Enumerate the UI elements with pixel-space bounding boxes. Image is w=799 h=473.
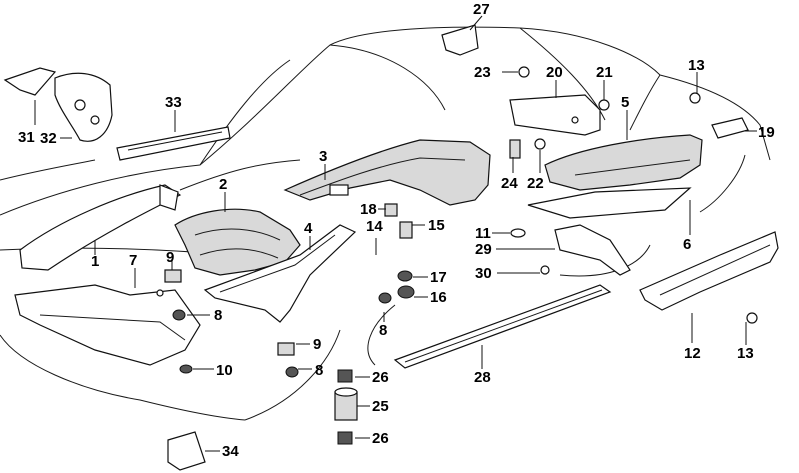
callout-16[interactable]: 16 bbox=[430, 289, 447, 306]
callout-7[interactable]: 7 bbox=[129, 252, 137, 269]
part-25-mount[interactable] bbox=[334, 387, 358, 421]
part-9-clip-b[interactable] bbox=[277, 342, 295, 356]
callout-1[interactable]: 1 bbox=[91, 253, 99, 270]
part-7-front-underpanel[interactable] bbox=[14, 284, 201, 366]
part-6-rear-plate[interactable] bbox=[527, 187, 692, 219]
part-2-heat-shield[interactable] bbox=[174, 208, 301, 276]
callout-28[interactable]: 28 bbox=[474, 369, 491, 386]
part-22-screw[interactable] bbox=[534, 138, 546, 150]
part-24-bolt[interactable] bbox=[509, 139, 521, 159]
callout-14[interactable]: 14 bbox=[366, 218, 383, 235]
leader-lines bbox=[34, 15, 757, 452]
part-4-tunnel-brace[interactable] bbox=[203, 224, 357, 323]
callouts: 27 23 20 21 13 5 19 31 32 33 3 2 4 1 7 9… bbox=[18, 1, 775, 460]
part-33-rail[interactable] bbox=[116, 126, 231, 161]
part-16-nut[interactable] bbox=[397, 285, 415, 299]
callout-29[interactable]: 29 bbox=[475, 241, 492, 258]
callout-24[interactable]: 24 bbox=[501, 175, 518, 192]
callout-31[interactable]: 31 bbox=[18, 129, 35, 146]
part-31-bracket[interactable] bbox=[3, 67, 57, 96]
callout-27[interactable]: 27 bbox=[473, 1, 490, 18]
part-13-screw-b[interactable] bbox=[746, 312, 758, 324]
part-19-clip[interactable] bbox=[711, 117, 749, 139]
part-10-nut[interactable] bbox=[179, 364, 193, 374]
part-8-nut-a[interactable] bbox=[172, 309, 186, 321]
part-17-washer[interactable] bbox=[397, 270, 413, 282]
callout-18[interactable]: 18 bbox=[360, 201, 377, 218]
callout-13-bottom[interactable]: 13 bbox=[737, 345, 754, 362]
callout-23[interactable]: 23 bbox=[474, 64, 491, 81]
part-9-clip-a[interactable] bbox=[164, 269, 182, 283]
part-21-screw[interactable] bbox=[598, 99, 610, 111]
callout-22[interactable]: 22 bbox=[527, 175, 544, 192]
part-8-nut-c[interactable] bbox=[378, 292, 392, 304]
callout-34[interactable]: 34 bbox=[222, 443, 239, 460]
part-32-shield[interactable] bbox=[54, 72, 113, 142]
callout-25[interactable]: 25 bbox=[372, 398, 389, 415]
part-29-bracket[interactable] bbox=[554, 224, 631, 276]
part-28-sill-strip[interactable] bbox=[393, 284, 612, 369]
callout-6[interactable]: 6 bbox=[683, 236, 691, 253]
callout-5[interactable]: 5 bbox=[621, 94, 629, 111]
fastener-parts bbox=[164, 66, 758, 378]
part-13-screw-a[interactable] bbox=[689, 92, 701, 104]
part-15-bolt[interactable] bbox=[399, 221, 413, 239]
part-20-bracket[interactable] bbox=[509, 94, 601, 136]
callout-12[interactable]: 12 bbox=[684, 345, 701, 362]
callout-11[interactable]: 11 bbox=[475, 225, 491, 242]
part-23-screw[interactable] bbox=[518, 66, 530, 78]
part-3-tunnel-cover[interactable] bbox=[283, 139, 491, 206]
callout-26-bottom[interactable]: 26 bbox=[372, 430, 389, 447]
callout-9-left[interactable]: 9 bbox=[166, 249, 174, 266]
callout-8-right[interactable]: 8 bbox=[379, 322, 387, 339]
part-12-rear-side-panel[interactable] bbox=[639, 231, 779, 311]
callout-13-top[interactable]: 13 bbox=[688, 57, 705, 74]
callout-17[interactable]: 17 bbox=[430, 269, 447, 286]
callout-15[interactable]: 15 bbox=[428, 217, 445, 234]
callout-26-top[interactable]: 26 bbox=[372, 369, 389, 386]
callout-33[interactable]: 33 bbox=[165, 94, 182, 111]
callout-9-center[interactable]: 9 bbox=[313, 336, 321, 353]
callout-8-left[interactable]: 8 bbox=[214, 307, 222, 324]
part-8-nut-b[interactable] bbox=[285, 366, 299, 378]
part-1-side-panel[interactable] bbox=[19, 184, 182, 271]
part-30-screw[interactable] bbox=[540, 265, 550, 275]
callout-2[interactable]: 2 bbox=[219, 176, 227, 193]
part-18-clip[interactable] bbox=[384, 203, 398, 217]
callout-3[interactable]: 3 bbox=[319, 148, 327, 165]
part-34-bracket[interactable] bbox=[167, 431, 206, 471]
callout-20[interactable]: 20 bbox=[546, 64, 563, 81]
part-11-washer[interactable] bbox=[510, 228, 526, 238]
callout-19[interactable]: 19 bbox=[758, 124, 775, 141]
callout-32[interactable]: 32 bbox=[40, 130, 57, 147]
callout-30[interactable]: 30 bbox=[475, 265, 492, 282]
part-26-nut-top[interactable] bbox=[337, 369, 353, 383]
part-27-bracket[interactable] bbox=[441, 24, 479, 56]
callout-21[interactable]: 21 bbox=[596, 64, 613, 81]
part-26-nut-bottom[interactable] bbox=[337, 431, 353, 445]
callout-4[interactable]: 4 bbox=[304, 220, 313, 237]
part-5-rear-cover[interactable] bbox=[544, 134, 703, 191]
callout-8-center[interactable]: 8 bbox=[315, 362, 323, 379]
callout-10[interactable]: 10 bbox=[216, 362, 233, 379]
